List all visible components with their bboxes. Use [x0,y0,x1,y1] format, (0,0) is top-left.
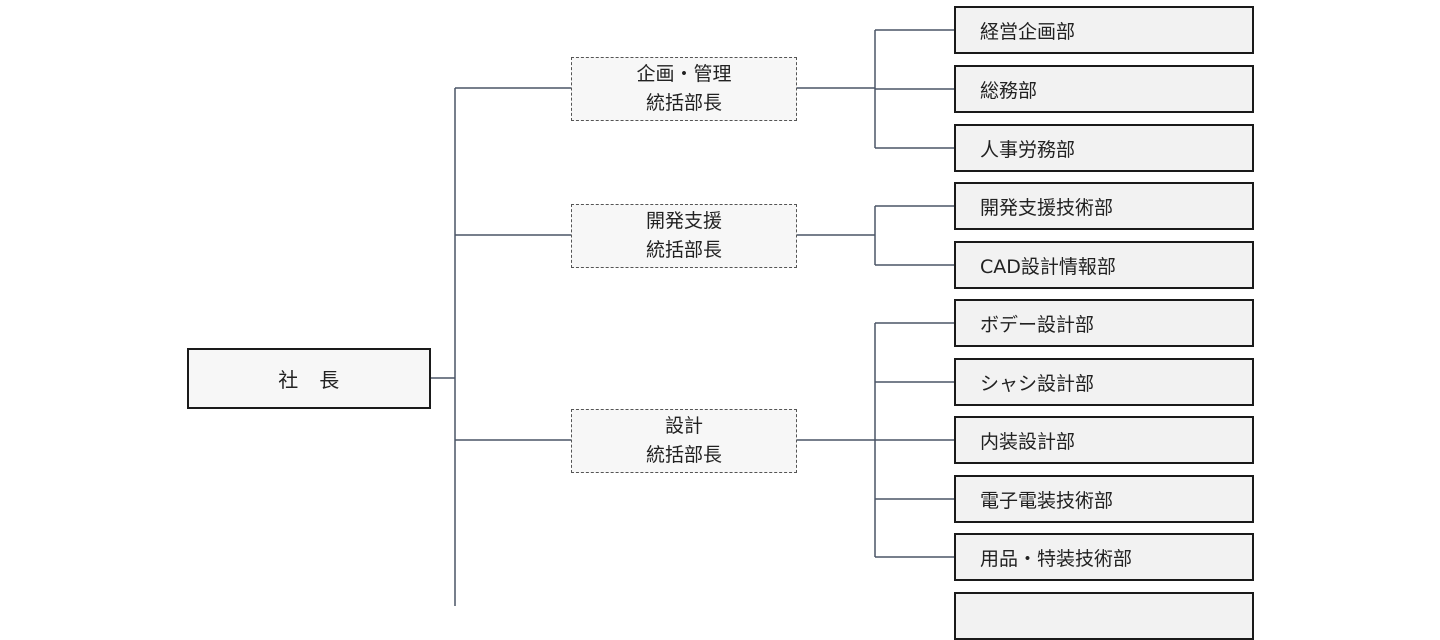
dept-corporate-planning: 経営企画部 [954,6,1254,54]
gm-role-line: 統括部長 [645,444,722,466]
gm-design-box: 設計 統括部長 [571,409,797,473]
gm-role-line: 統括部長 [645,239,722,261]
dept-interior-design: 内装設計部 [954,416,1254,464]
dept-chassis-design: シャシ設計部 [954,358,1254,406]
dept-human-resources: 人事労務部 [954,124,1254,172]
gm-planning-admin-box: 企画・管理 統括部長 [571,57,797,121]
dept-accessories-special-tech: 用品・特装技術部 [954,533,1254,581]
dept-partially-visible [954,592,1254,640]
gm-title-line: 企画・管理 [636,63,732,85]
gm-role-line: 統括部長 [645,92,722,114]
dept-body-design: ボデー設計部 [954,299,1254,347]
dept-general-affairs: 総務部 [954,65,1254,113]
dept-electronics-tech: 電子電装技術部 [954,475,1254,523]
dept-dev-support-tech: 開発支援技術部 [954,182,1254,230]
dept-cad-design-info: CAD設計情報部 [954,241,1254,289]
gm-dev-support-box: 開発支援 統括部長 [571,204,797,268]
president-box: 社 長 [187,348,431,409]
gm-title-line: 設計 [664,415,703,437]
gm-title-line: 開発支援 [645,210,722,232]
